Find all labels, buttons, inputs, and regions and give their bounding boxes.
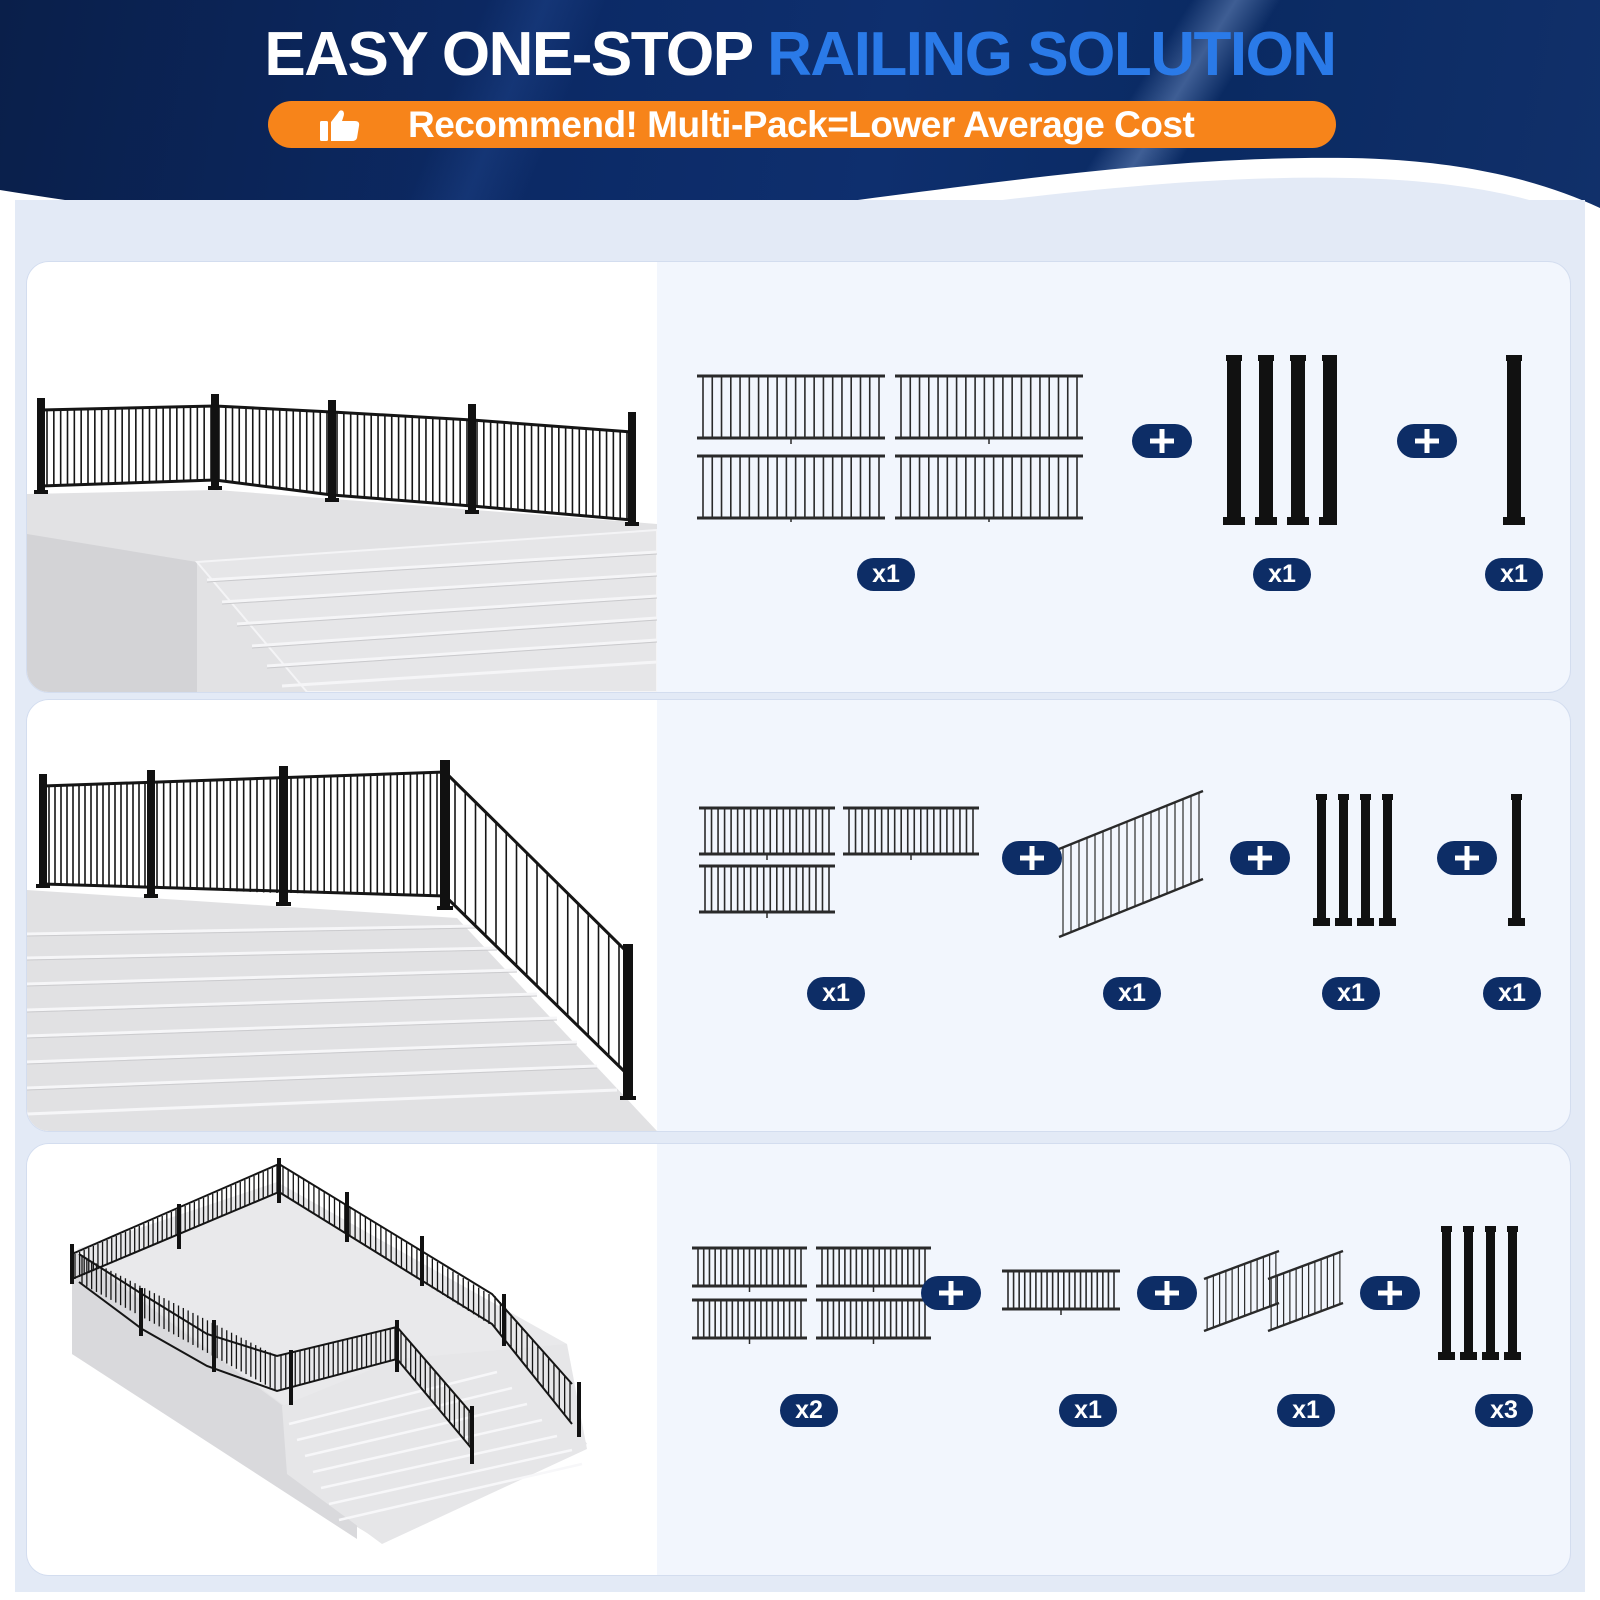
quantity-badge: x2 bbox=[780, 1394, 838, 1427]
plus-icon bbox=[1230, 841, 1290, 875]
flat-railing-panel-single bbox=[1002, 1269, 1120, 1315]
stair-railing-panel bbox=[1058, 789, 1204, 939]
quantity-badge: x1 bbox=[1059, 1394, 1117, 1427]
parts-list: x1 x1 x1 x1 bbox=[657, 700, 1570, 1131]
quantity-badge: x1 bbox=[807, 977, 865, 1010]
single-post bbox=[1508, 794, 1525, 926]
quantity-badge: x1 bbox=[857, 558, 915, 591]
quantity-badge: x1 bbox=[1485, 558, 1543, 591]
recommend-banner: Recommend! Multi-Pack=Lower Average Cost bbox=[268, 101, 1336, 148]
config-card-1: x1 x1 x1 bbox=[27, 262, 1570, 692]
page-title: EASY ONE-STOP RAILING SOLUTION bbox=[0, 18, 1600, 92]
scene-image-straight-railing bbox=[27, 262, 657, 692]
plus-icon bbox=[921, 1276, 981, 1310]
title-blue: RAILING SOLUTION bbox=[767, 20, 1337, 89]
quantity-badge: x1 bbox=[1277, 1394, 1335, 1427]
flat-railing-panel-set-3 bbox=[699, 806, 979, 918]
banner-text: Recommend! Multi-Pack=Lower Average Cost bbox=[408, 104, 1195, 145]
quantity-badge: x1 bbox=[1322, 977, 1380, 1010]
flat-railing-panel-set-4 bbox=[697, 374, 1083, 522]
quantity-badge: x1 bbox=[1253, 558, 1311, 591]
plus-icon bbox=[1360, 1276, 1420, 1310]
post-set-4 bbox=[1223, 355, 1337, 525]
thumbs-up-icon bbox=[320, 110, 360, 141]
post-set-4 bbox=[1438, 1226, 1521, 1360]
quantity-badge: x1 bbox=[1483, 977, 1541, 1010]
quantity-badge: x1 bbox=[1103, 977, 1161, 1010]
quantity-badge: x3 bbox=[1475, 1394, 1533, 1427]
flat-railing-panel-set-4 bbox=[692, 1246, 931, 1344]
config-card-2: x1 x1 x1 x1 bbox=[27, 700, 1570, 1131]
parts-list: x1 x1 x1 bbox=[657, 262, 1570, 692]
post-set-4 bbox=[1313, 794, 1396, 926]
config-card-3: x2 x1 x1 x3 bbox=[27, 1144, 1570, 1575]
parts-list: x2 x1 x1 x3 bbox=[657, 1144, 1570, 1575]
plus-icon bbox=[1002, 841, 1062, 875]
single-post bbox=[1503, 355, 1525, 525]
plus-icon bbox=[1397, 424, 1457, 458]
scene-image-wraparound-deck bbox=[27, 1144, 657, 1575]
plus-icon bbox=[1137, 1276, 1197, 1310]
stair-railing-panel-set-2 bbox=[1203, 1249, 1344, 1333]
plus-icon bbox=[1132, 424, 1192, 458]
plus-icon bbox=[1437, 841, 1497, 875]
title-white: EASY ONE-STOP bbox=[264, 20, 768, 89]
scene-image-deck-and-stair-railing bbox=[27, 700, 657, 1131]
